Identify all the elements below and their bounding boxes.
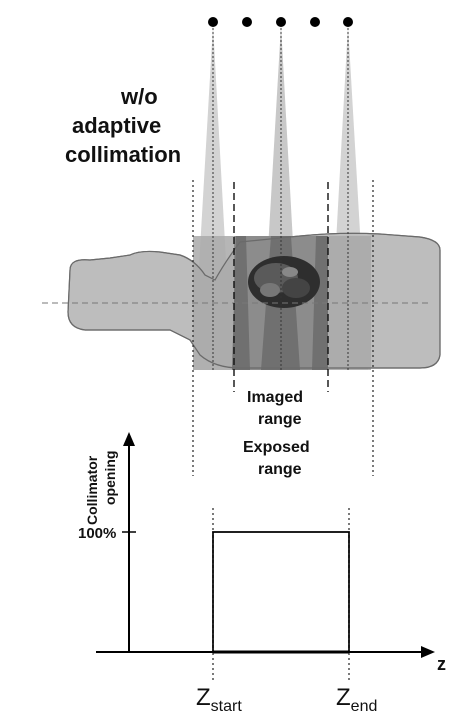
source-dot	[276, 17, 286, 27]
beam-overlap-3	[312, 236, 328, 370]
z-end-label: Zend	[336, 684, 377, 715]
z-start-label: Zstart	[196, 684, 242, 715]
z-end-main: Z	[336, 684, 351, 711]
imaged-range-boundaries	[233, 182, 329, 392]
y-axis-label-1: Collimator	[84, 455, 100, 525]
source-dot	[343, 17, 353, 27]
z-start-sub: start	[211, 698, 243, 715]
y-tick-label: 100%	[78, 525, 116, 542]
z-start-main: Z	[196, 684, 211, 711]
heart-image	[248, 256, 320, 308]
title-line-1: w/o	[120, 84, 158, 109]
y-axis-label-2: opening	[102, 451, 118, 505]
z-markers	[212, 508, 350, 682]
x-ray-sources	[208, 17, 353, 27]
imaged-range-label-2: range	[258, 411, 302, 428]
exposed-range-label-1: Exposed	[243, 439, 310, 456]
beam-overlap-1	[232, 236, 250, 370]
title-line-3: collimation	[65, 142, 181, 167]
source-dot	[242, 17, 252, 27]
exposed-range-label-2: range	[258, 461, 302, 478]
collimator-opening-curve	[212, 531, 350, 652]
x-axis-label: z	[437, 654, 446, 674]
imaged-range-label-1: Imaged	[247, 389, 303, 406]
source-dot	[310, 17, 320, 27]
patient-outline	[67, 232, 441, 369]
beam-center-lines	[212, 28, 349, 370]
source-dot	[208, 17, 218, 27]
title-line-2: adaptive	[72, 113, 161, 138]
z-end-sub: end	[351, 698, 378, 715]
exposed-range-boundaries	[192, 180, 374, 476]
